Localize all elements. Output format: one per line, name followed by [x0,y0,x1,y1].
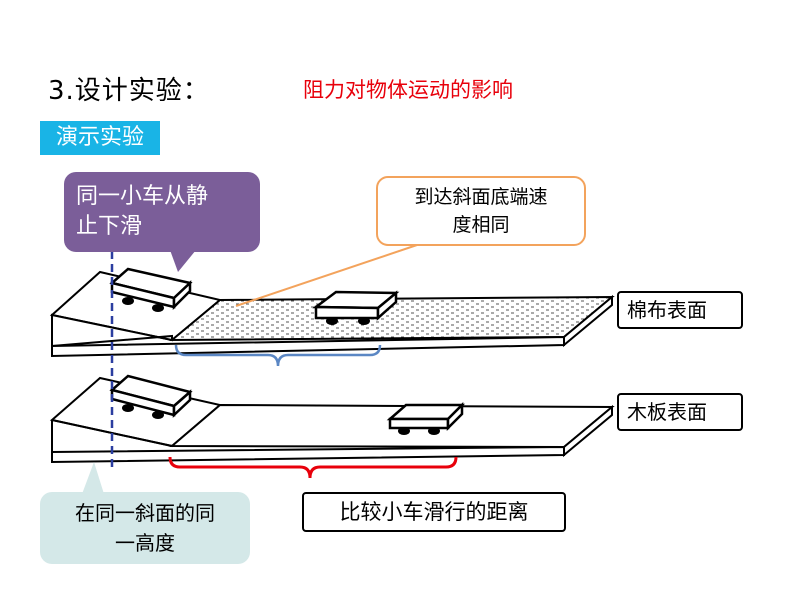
same-cart-line2: 止下滑 [76,214,143,239]
cotton-surface-label: 棉布表面 [617,291,743,329]
same-cart-line1: 同一小车从静 [76,184,209,209]
same-height-line2: 一高度 [115,531,175,555]
cotton-track [49,270,615,358]
same-cart-callout: 同一小车从静 止下滑 [64,172,260,252]
cart-wood-end [386,401,466,435]
compare-distance-label: 比较小车滑行的距离 [302,492,566,532]
section-heading: 3.设计实验： [48,76,210,106]
purple-callout-pointer [170,250,196,272]
same-speed-callout: 到达斜面底端速 度相同 [376,176,586,246]
experiment-subtitle: 阻力对物体运动的影响 [303,78,513,102]
same-speed-line1: 到达斜面底端速 [414,186,548,208]
speed-callout-pointer [235,243,421,307]
cart-cotton-end [312,290,400,325]
demo-experiment-label: 演示实验 [40,121,160,155]
cart-top-start [109,267,193,312]
cotton-distance-brace [174,344,382,367]
same-height-callout: 在同一斜面的同 一高度 [40,492,250,564]
same-speed-line2: 度相同 [452,214,510,236]
wood-distance-brace [168,456,458,479]
wood-track [49,376,615,464]
teal-callout-pointer [82,462,104,494]
wood-surface-label: 木板表面 [617,393,743,431]
same-height-line1: 在同一斜面的同 [75,501,215,525]
